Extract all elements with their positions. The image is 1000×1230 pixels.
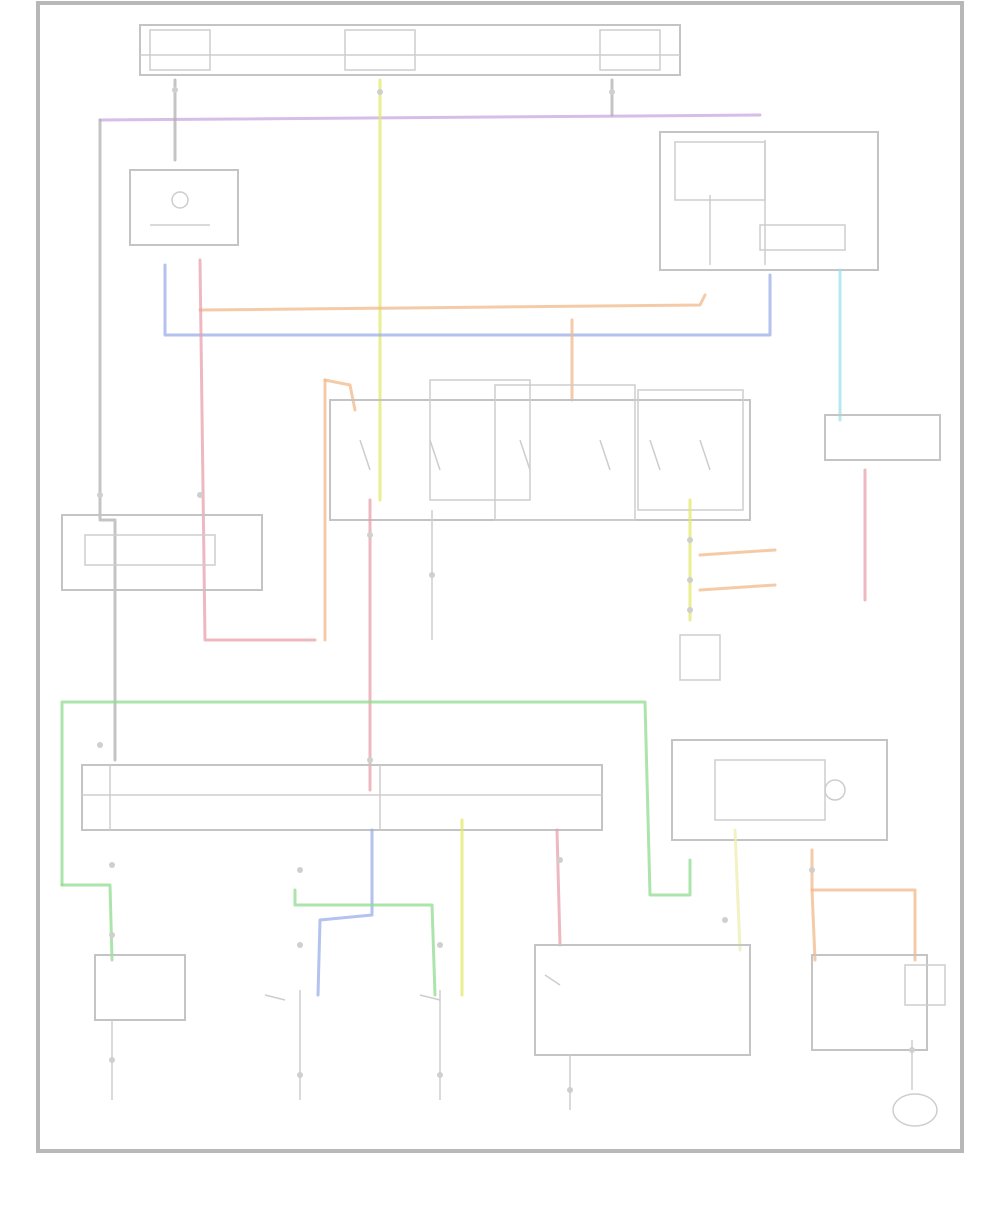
wire-orange-lower-2: [810, 888, 817, 962]
component-bottom-left: [94, 954, 186, 1021]
wire-orange-stub-2: [698, 583, 777, 592]
switch-block-center: [329, 399, 751, 521]
wire-orange-lower: [810, 848, 917, 962]
diagram-frame: [36, 1, 964, 1153]
wire-lightyellow-lower: [733, 828, 742, 952]
ground-symbol-bottom-right: [892, 1093, 938, 1127]
wire-pink-left: [198, 258, 317, 642]
wire-bus-top-violet: [98, 113, 762, 122]
component-bottom-right: [811, 954, 928, 1051]
module-top-right: [659, 131, 879, 271]
wire-orange-to-switch: [323, 378, 357, 412]
module-lower-middle: [81, 764, 603, 831]
wire-green-loop: [60, 700, 692, 897]
wire-green-left: [60, 883, 114, 962]
relay-top-left: [129, 169, 239, 246]
wire-pink-lower: [555, 828, 562, 947]
wire-blue-bus: [163, 263, 772, 337]
wire-orange-bus: [198, 293, 707, 312]
connector-right: [679, 634, 721, 681]
module-right-small: [824, 414, 941, 461]
module-lower-right: [671, 739, 888, 841]
wire-green-lower: [293, 888, 437, 997]
wire-blue-lower: [316, 828, 374, 997]
component-bottom-center: [534, 944, 751, 1056]
connector-dots: [97, 87, 915, 1093]
module-left: [61, 514, 263, 591]
wire-orange-stub-1: [698, 548, 777, 557]
fuse-block-top: [139, 24, 681, 76]
wire-left-gray-vertical: [98, 118, 117, 762]
